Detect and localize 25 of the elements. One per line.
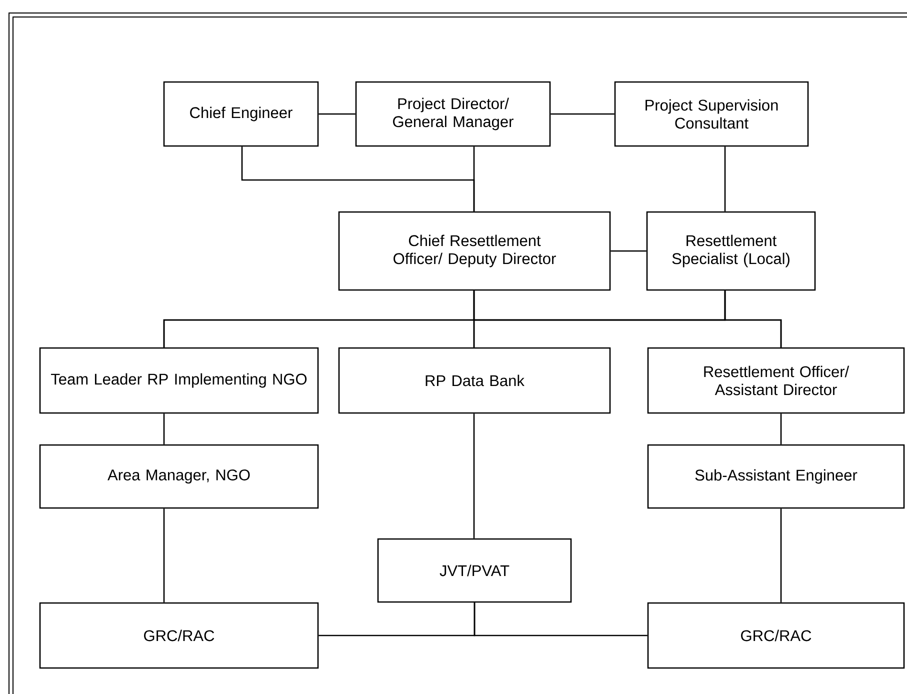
connector-line [473, 146, 475, 212]
connector-line [473, 414, 475, 538]
org-box: Resettlement Officer/ Assistant Director [647, 347, 905, 414]
connector-line [780, 414, 782, 444]
org-box: JVT/PVAT [377, 538, 572, 603]
connector-line [724, 290, 782, 348]
org-box: RP Data Bank [338, 347, 611, 414]
connector-line [550, 113, 614, 115]
org-box: Chief Resettlement Officer/ Deputy Director [338, 211, 611, 291]
org-box: Area Manager, NGO [39, 444, 319, 509]
org-box: Project Director/ General Manager [355, 81, 551, 147]
connector-line [724, 146, 726, 212]
connector-line [163, 508, 165, 602]
org-box: Sub-Assistant Engineer [647, 444, 905, 509]
connector-line [780, 508, 782, 602]
connector-line [474, 602, 648, 636]
connector-line [318, 113, 356, 115]
org-box: Chief Engineer [163, 81, 319, 147]
org-box: Project Supervision Consultant [614, 81, 809, 147]
org-box: GRC/RAC [39, 602, 319, 669]
org-box: Resettlement Specialist (Local) [646, 211, 816, 291]
connector-line [163, 414, 165, 444]
org-box: GRC/RAC [647, 602, 905, 669]
connector-line [610, 250, 646, 252]
org-box: Team Leader RP Implementing NGO [39, 347, 319, 414]
